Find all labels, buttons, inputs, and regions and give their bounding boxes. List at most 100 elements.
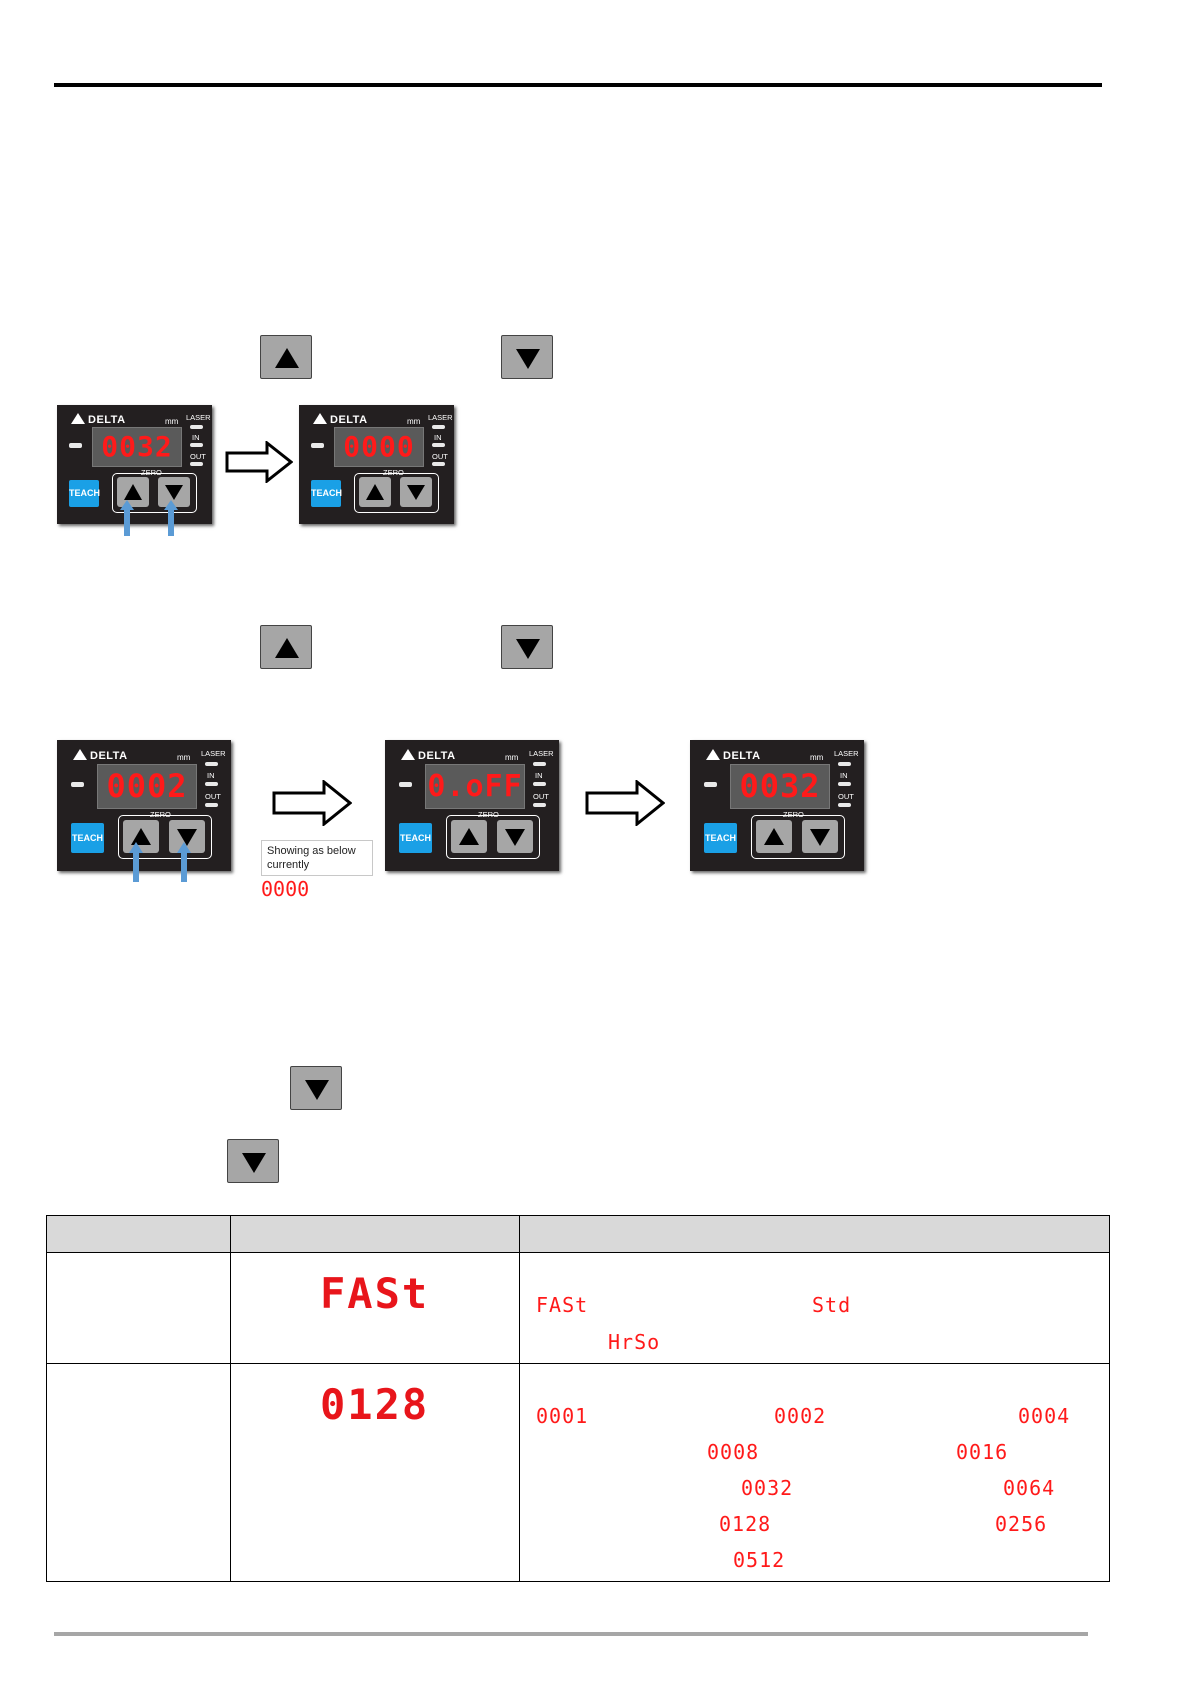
out-label: OUT: [432, 452, 448, 461]
header-cell: [519, 1215, 1110, 1253]
laser-led: [838, 762, 851, 766]
option-code: 0002: [774, 1404, 827, 1428]
minus-indicator: [704, 782, 717, 787]
table-cell: FASt Std HrSo: [519, 1252, 1110, 1364]
press-arrows: [129, 842, 191, 882]
in-label: IN: [207, 771, 215, 780]
down-button[interactable]: [501, 625, 553, 669]
delta-logo: DELTA: [73, 749, 128, 762]
option-code: 0064: [1003, 1476, 1056, 1500]
lcd-display: 0.oFF: [425, 764, 525, 809]
option-code: 0032: [741, 1476, 794, 1500]
teach-button[interactable]: TEACH: [71, 823, 104, 853]
minus-indicator: [71, 782, 84, 787]
note-code: 0000: [261, 877, 310, 901]
down-button[interactable]: [290, 1066, 342, 1110]
display-value: FASt: [320, 1269, 430, 1318]
unit-label: mm: [505, 753, 519, 762]
in-label: IN: [434, 433, 442, 442]
down-key[interactable]: [400, 477, 432, 507]
up-key[interactable]: [123, 820, 159, 853]
out-led: [205, 803, 218, 807]
in-led: [838, 782, 851, 786]
option-code: 0512: [733, 1548, 786, 1572]
table-cell: 0128: [230, 1363, 520, 1582]
in-label: IN: [192, 433, 200, 442]
zero-label: ZERO: [783, 810, 804, 819]
table-cell: 0001 0002 0004 0008 0016 0032 0064 0128 …: [519, 1363, 1110, 1582]
option-code: 0008: [707, 1440, 760, 1464]
zero-label: ZERO: [478, 810, 499, 819]
down-triangle-icon: [505, 829, 525, 846]
up-triangle-icon: [459, 828, 479, 845]
laser-label: LASER: [529, 749, 554, 758]
zero-bracket: [751, 815, 845, 859]
down-key[interactable]: [497, 820, 533, 853]
in-led: [432, 443, 445, 447]
table-row: 0128 0001 0002 0004 0008 0016 0032 0064 …: [46, 1363, 1110, 1582]
out-label: OUT: [205, 792, 221, 801]
laser-led: [533, 762, 546, 766]
up-key[interactable]: [756, 820, 792, 853]
up-button[interactable]: [260, 335, 312, 379]
minus-indicator: [311, 443, 324, 448]
out-led: [838, 803, 851, 807]
sensor-panel-second: DELTA mm LASER IN OUT 0.oFF ZERO TEACH: [385, 740, 559, 871]
down-triangle-icon: [165, 485, 183, 500]
up-key[interactable]: [359, 477, 391, 507]
down-button[interactable]: [501, 335, 553, 379]
up-triangle-icon: [366, 484, 384, 500]
laser-label: LASER: [428, 413, 453, 422]
up-triangle-icon: [131, 828, 151, 845]
up-button[interactable]: [260, 625, 312, 669]
laser-label: LASER: [834, 749, 859, 758]
laser-label: LASER: [186, 413, 211, 422]
unit-label: mm: [407, 417, 421, 426]
parameter-table: FASt FASt Std HrSo 0128 0001 0002 0004 0…: [46, 1215, 1110, 1582]
down-key[interactable]: [802, 820, 838, 853]
table-header-row: [46, 1215, 1110, 1253]
down-key[interactable]: [158, 477, 190, 507]
option-code: Std: [812, 1293, 852, 1317]
down-button[interactable]: [227, 1139, 279, 1183]
in-led: [205, 782, 218, 786]
in-label: IN: [840, 771, 848, 780]
teach-button[interactable]: TEACH: [311, 480, 342, 507]
table-cell: [46, 1252, 231, 1364]
minus-indicator: [69, 443, 82, 448]
up-key[interactable]: [117, 477, 149, 507]
option-code: 0001: [536, 1404, 589, 1428]
delta-logo: DELTA: [706, 749, 761, 762]
up-triangle-icon: [764, 828, 784, 845]
option-code: 0256: [995, 1512, 1048, 1536]
option-code: HrSo: [608, 1330, 661, 1354]
zero-bracket: [354, 473, 439, 513]
up-key[interactable]: [451, 820, 487, 853]
press-arrows: [120, 500, 178, 536]
unit-label: mm: [165, 417, 179, 426]
teach-button[interactable]: TEACH: [704, 823, 737, 853]
sensor-panel-first: DELTA mm LASER IN OUT 0002 ZERO TEACH: [57, 740, 231, 871]
teach-button[interactable]: TEACH: [399, 823, 432, 853]
out-label: OUT: [190, 452, 206, 461]
header-cell: [46, 1215, 231, 1253]
laser-led: [205, 762, 218, 766]
down-triangle-icon: [810, 829, 830, 846]
teach-button[interactable]: TEACH: [69, 480, 100, 507]
top-rule: [54, 83, 1102, 87]
delta-logo: DELTA: [313, 413, 368, 426]
in-led: [190, 443, 203, 447]
up-triangle-icon: [275, 638, 299, 658]
note-box: Showing as below currently: [261, 840, 373, 876]
delta-logo: DELTA: [401, 749, 456, 762]
unit-label: mm: [810, 753, 824, 762]
zero-bracket: [112, 473, 197, 513]
down-triangle-icon: [305, 1080, 329, 1100]
zero-bracket: [446, 815, 540, 859]
table-row: FASt FASt Std HrSo: [46, 1252, 1110, 1364]
down-triangle-icon: [177, 829, 197, 846]
unit-label: mm: [177, 753, 191, 762]
bottom-rule: [54, 1632, 1088, 1636]
down-triangle-icon: [407, 485, 425, 500]
out-led: [533, 803, 546, 807]
